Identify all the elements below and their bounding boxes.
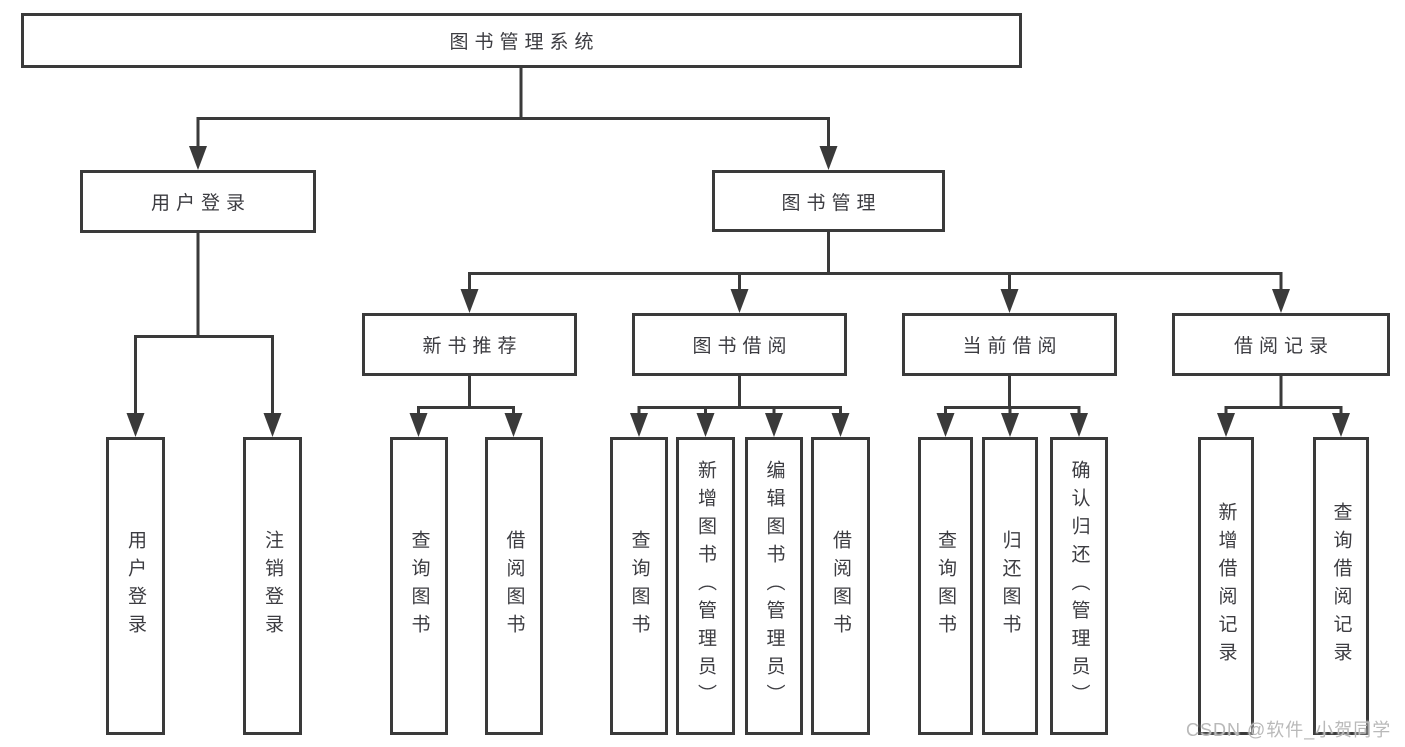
leaf-label: 归还图书 (999, 530, 1021, 642)
leaf-edit-books-admin: 编辑图书（管理员） (745, 437, 803, 735)
node-current-borrowing: 当前借阅 (902, 313, 1117, 376)
node-user-login: 用户登录 (80, 170, 316, 233)
leaf-user-login: 用户登录 (106, 437, 165, 735)
arrowheads (126, 146, 1350, 437)
node-borrowing-records: 借阅记录 (1172, 313, 1390, 376)
node-book-management: 图书管理 (712, 170, 945, 232)
leaf-label: 确认归还（管理员） (1068, 460, 1090, 712)
leaf-label: 编辑图书（管理员） (763, 460, 785, 712)
node-label: 当前借阅 (962, 336, 1063, 357)
node-label: 借阅记录 (1233, 336, 1334, 357)
leaf-borrow-books-borrowing: 借阅图书 (811, 437, 870, 735)
node-new-book-recommendation: 新书推荐 (362, 313, 577, 376)
node-book-borrowing: 图书借阅 (632, 313, 847, 376)
leaf-query-borrow-record: 查询借阅记录 (1313, 437, 1369, 735)
leaf-label: 查询图书 (408, 530, 430, 642)
node-book-management-label: 图书管理 (781, 192, 882, 214)
leaf-label: 查询借阅记录 (1330, 502, 1352, 670)
node-label: 新书推荐 (422, 336, 523, 357)
leaf-query-books-current: 查询图书 (918, 437, 973, 735)
leaf-add-books-admin: 新增图书（管理员） (676, 437, 735, 735)
node-root: 图书管理系统 (21, 13, 1022, 68)
connector-lines (134, 68, 1343, 418)
leaf-label: 借阅图书 (830, 530, 851, 642)
node-root-label: 图书管理系统 (449, 32, 600, 53)
leaf-confirm-return-admin: 确认归还（管理员） (1050, 437, 1108, 735)
leaf-label: 查询图书 (935, 530, 956, 642)
leaf-add-borrow-record: 新增借阅记录 (1198, 437, 1254, 735)
leaf-query-books-borrowing: 查询图书 (610, 437, 668, 735)
leaf-label: 用户登录 (125, 530, 146, 642)
leaf-label: 借阅图书 (503, 530, 525, 642)
leaf-label: 查询图书 (628, 530, 650, 642)
leaf-return-books: 归还图书 (982, 437, 1038, 735)
leaf-logout: 注销登录 (243, 437, 302, 735)
leaf-borrow-books-recommend: 借阅图书 (485, 437, 543, 735)
leaf-label: 注销登录 (262, 530, 283, 642)
node-user-login-label: 用户登录 (150, 193, 251, 214)
leaf-label: 新增借阅记录 (1215, 502, 1237, 670)
watermark: CSDN @软件_小贺同学 (1186, 720, 1392, 740)
leaf-label: 新增图书（管理员） (695, 460, 716, 712)
leaf-query-books-recommend: 查询图书 (390, 437, 448, 735)
node-label: 图书借阅 (692, 336, 793, 357)
